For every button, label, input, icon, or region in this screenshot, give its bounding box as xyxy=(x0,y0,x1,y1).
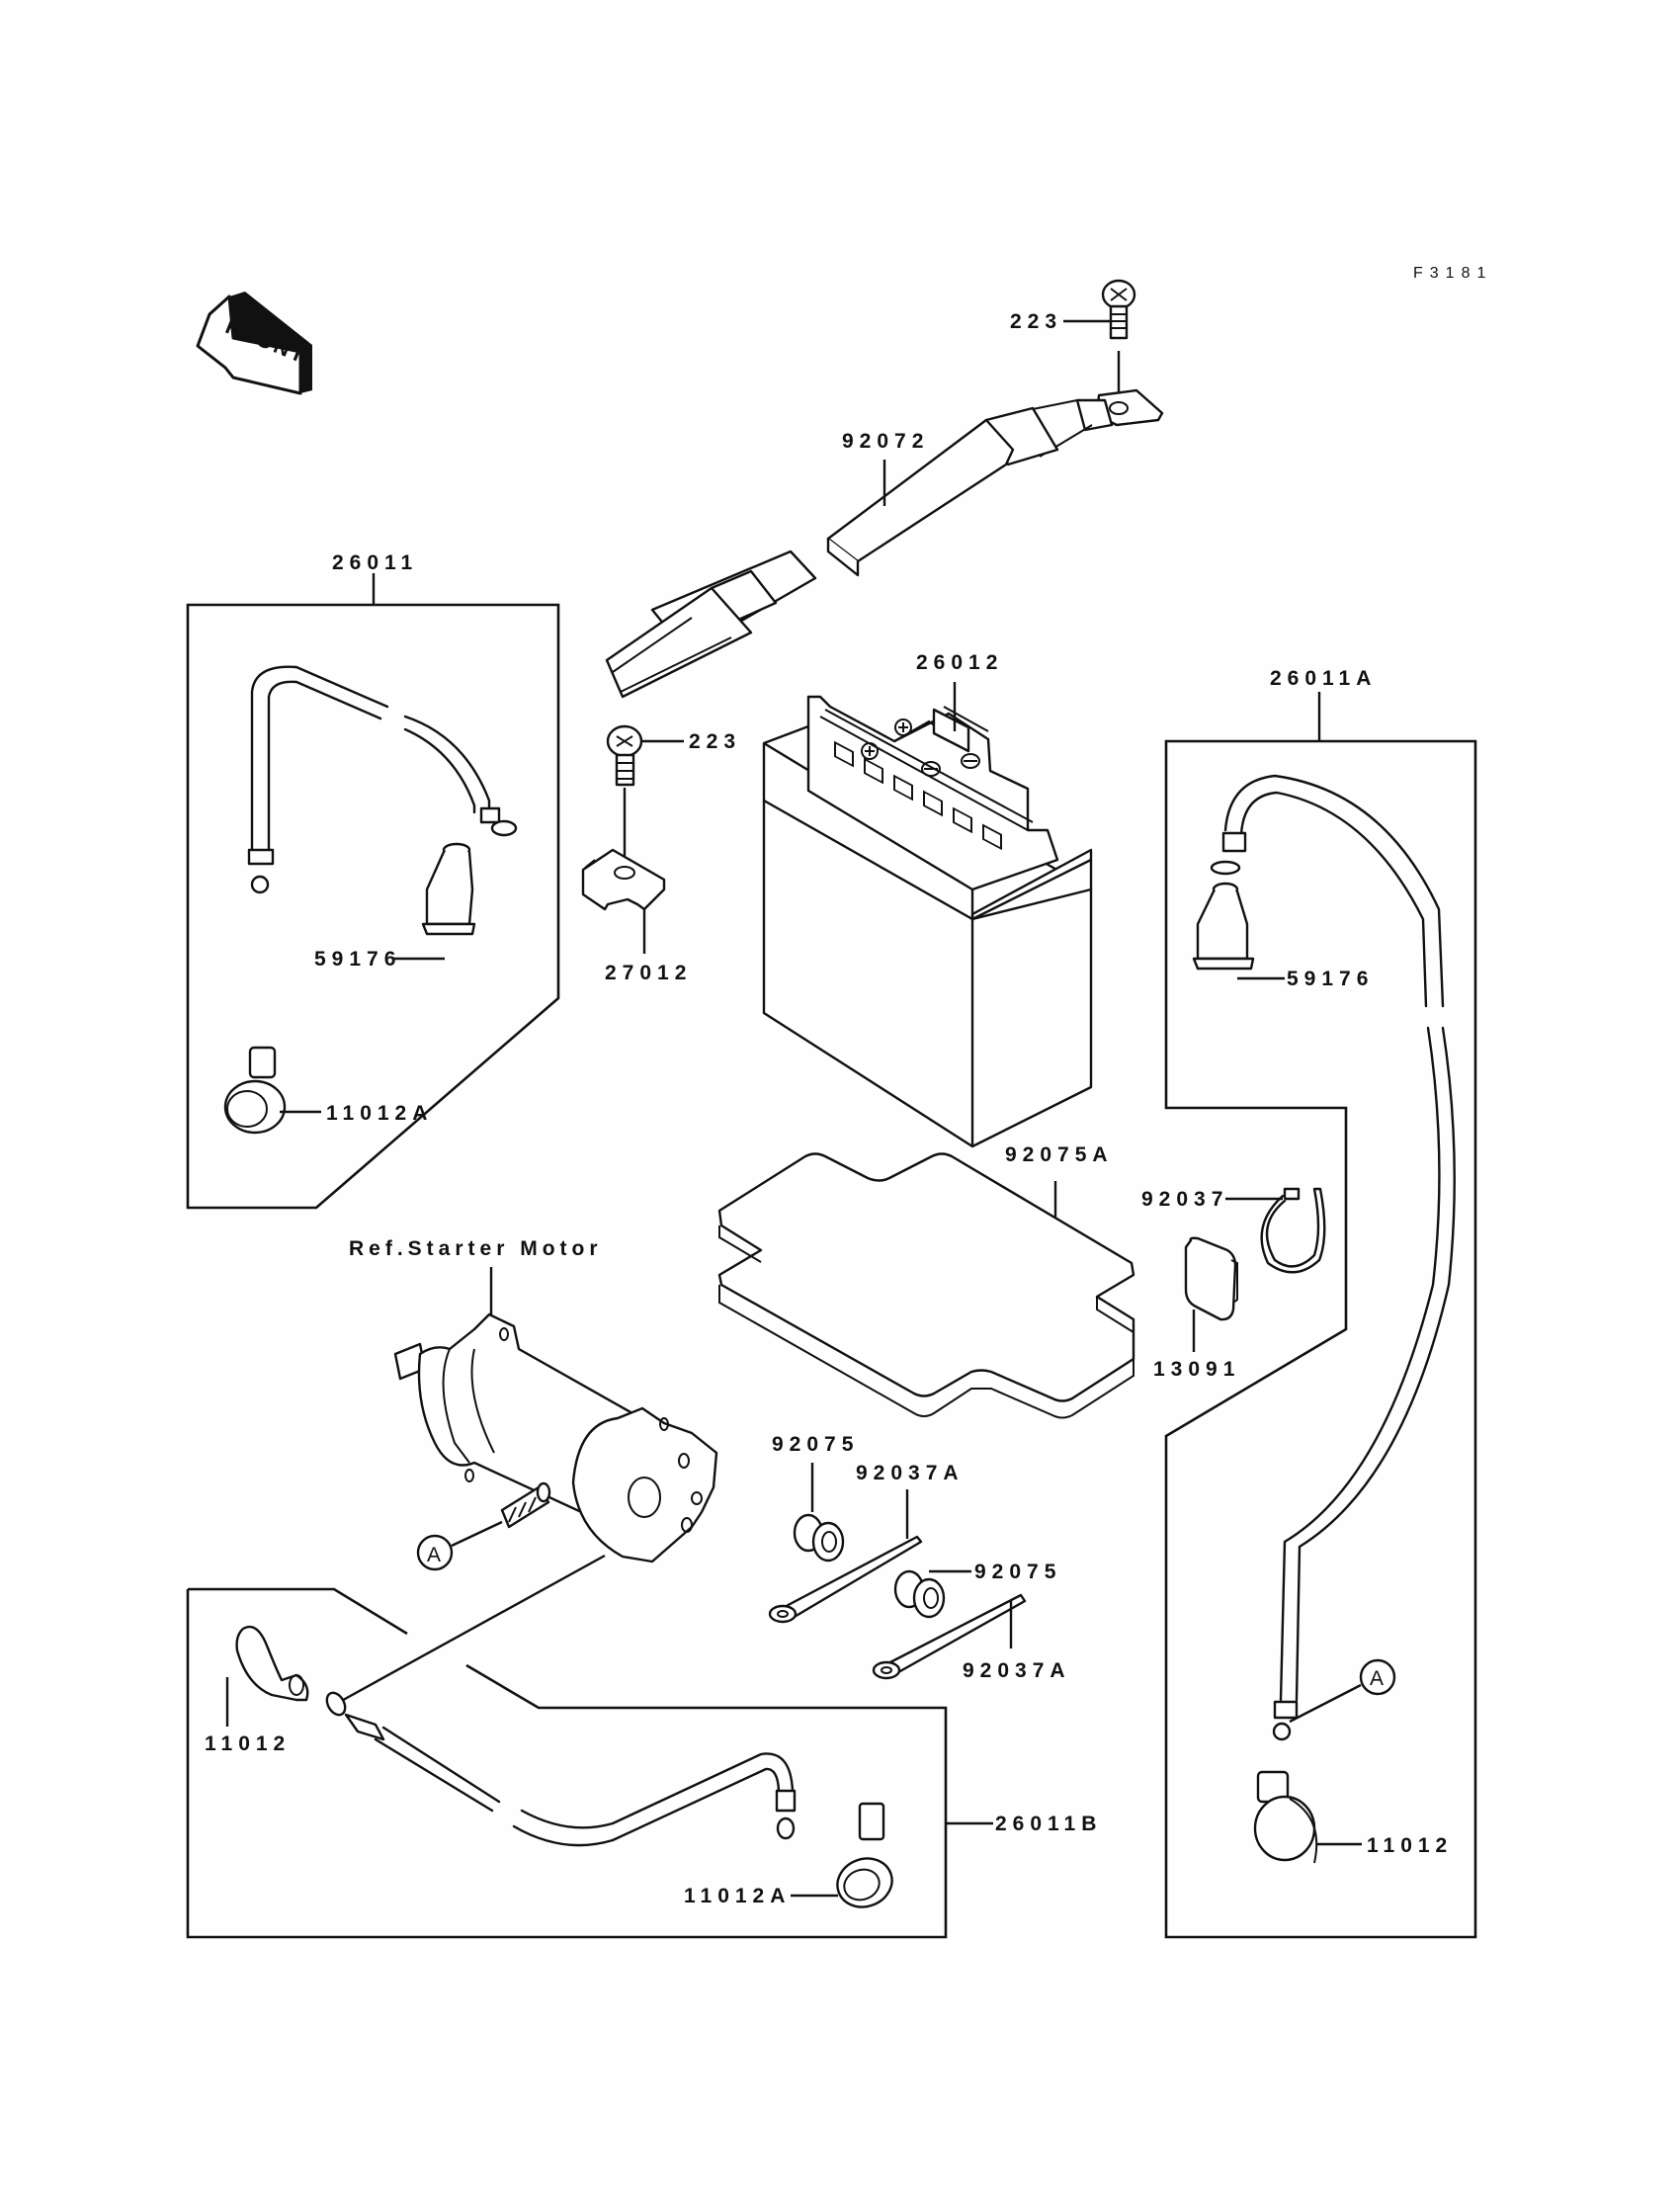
label-clamp: 92037 xyxy=(1141,1188,1228,1211)
label-cover-right: 11012 xyxy=(1367,1834,1453,1857)
starter-motor xyxy=(393,1312,718,1563)
kit-box-cable-left xyxy=(186,603,560,1210)
label-band-2: 92037A xyxy=(963,1659,1071,1682)
cable-bottom xyxy=(325,1691,797,1847)
kit-box-cable-bottom-top xyxy=(188,1587,408,1636)
label-cap-left: 59176 xyxy=(314,948,401,971)
label-damper-2: 92075 xyxy=(974,1561,1061,1583)
leader-callout-a-right xyxy=(1289,1683,1362,1724)
plug xyxy=(1184,1236,1238,1321)
label-cable-left: 26011 xyxy=(332,551,418,574)
label-damper-1: 92075 xyxy=(772,1433,859,1456)
cap-left xyxy=(421,842,476,936)
front-arrow-icon: FRONT xyxy=(196,292,312,395)
callout-a-left xyxy=(416,1534,454,1571)
label-terminal-bracket: 27012 xyxy=(605,962,692,984)
cap-right xyxy=(1192,882,1255,971)
clamp xyxy=(1260,1187,1326,1274)
cover-bottom xyxy=(836,1802,893,1908)
terminal-bracket xyxy=(581,848,666,911)
kit-box-cable-bottom xyxy=(186,1589,948,1939)
label-screw-mid: 223 xyxy=(689,730,741,753)
band-1 xyxy=(768,1535,923,1624)
label-cover-bottom: 11012A xyxy=(684,1885,791,1907)
label-battery-pad: 92075A xyxy=(1005,1143,1114,1166)
label-battery-strap: 92072 xyxy=(842,430,929,453)
assembly-line-starter xyxy=(335,1554,606,1706)
label-battery: 26012 xyxy=(916,651,1003,674)
label-screw-top: 223 xyxy=(1010,310,1062,333)
label-plug: 13091 xyxy=(1153,1358,1240,1381)
label-cable-bottom: 26011B xyxy=(995,1813,1102,1835)
cover-right xyxy=(1253,1770,1318,1864)
screw-top xyxy=(1101,279,1136,340)
screw-mid xyxy=(606,724,643,787)
label-starter-motor: Ref.Starter Motor xyxy=(349,1237,603,1260)
label-cap-right: 59176 xyxy=(1287,968,1374,990)
label-cover-left: 11012A xyxy=(326,1102,433,1125)
cover-left xyxy=(223,1046,287,1135)
label-cable-right: 26011A xyxy=(1270,667,1377,690)
starter-bolt xyxy=(500,1481,551,1529)
cable-left xyxy=(247,665,518,894)
callout-a-right xyxy=(1359,1658,1396,1696)
label-band-1: 92037A xyxy=(856,1462,965,1484)
battery xyxy=(762,695,1093,1148)
callout-a-right-label: A xyxy=(1370,1667,1384,1690)
cable-right xyxy=(1210,774,1456,1741)
damper-2 xyxy=(893,1569,946,1619)
kit-box-cable-right xyxy=(1164,739,1477,1939)
battery-strap xyxy=(605,388,1164,699)
battery-pad xyxy=(717,1152,1135,1419)
cover-bottom-left xyxy=(235,1625,309,1702)
callout-a-left-label: A xyxy=(427,1544,441,1566)
figure-id: F3181 xyxy=(1413,265,1492,282)
label-cover-bottom-left: 11012 xyxy=(205,1732,291,1755)
leader-callout-a-left xyxy=(451,1520,503,1548)
band-2 xyxy=(872,1593,1027,1680)
damper-1 xyxy=(793,1513,845,1563)
